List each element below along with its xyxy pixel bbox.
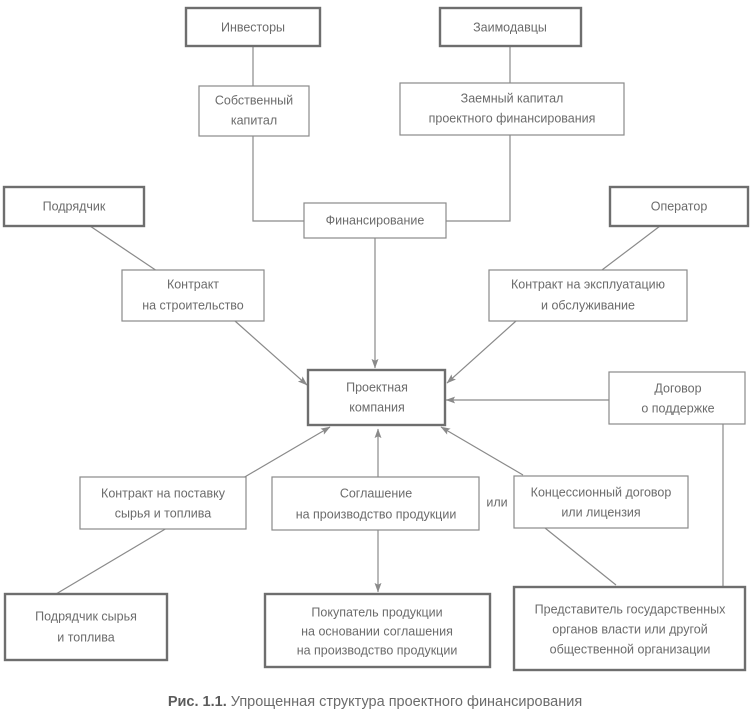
node-financing[interactable]: Финансирование — [303, 202, 447, 239]
node-financing-box — [303, 202, 447, 239]
node-om-contract-label-line1: Контракт на эксплуатацию — [511, 277, 665, 291]
node-equity[interactable]: Собственный капитал — [198, 85, 310, 137]
node-om-contract[interactable]: Контракт на эксплуатацию и обслуживание — [488, 269, 688, 322]
node-concession-label-line1: Концессионный договор — [531, 485, 672, 499]
node-fuel-supplier-label-line2: и топлива — [57, 630, 115, 644]
node-concession-label-line2: или лицензия — [561, 505, 640, 519]
node-construction-contract-label-line2: на строительство — [142, 298, 244, 312]
node-investors-label: Инвесторы — [221, 20, 285, 34]
node-investors-box — [184, 6, 322, 48]
node-equity-box — [198, 85, 310, 137]
node-support-agreement-label-line1: Договор — [654, 381, 701, 395]
node-offtaker-label-line3: на производство продукции — [297, 643, 458, 657]
node-operator-box — [608, 185, 750, 228]
node-government[interactable]: Представитель государственных органов вл… — [512, 585, 747, 672]
node-offtaker-label-line1: Покупатель продукции — [311, 605, 442, 619]
node-contractor[interactable]: Подрядчик — [2, 185, 146, 228]
node-offtake-agreement-label-line2: на производство продукции — [296, 507, 457, 521]
node-supply-contract-label-line1: Контракт на поставку — [101, 486, 226, 500]
node-equity-label-line2: капитал — [231, 113, 277, 127]
node-offtake-agreement[interactable]: Соглашение на производство продукции — [271, 476, 480, 531]
node-offtaker-label-line2: на основании соглашения — [301, 624, 453, 638]
node-debt-label-line1: Заемный капитал — [461, 91, 564, 105]
connector-label-or: или — [486, 495, 507, 509]
edge-debt-to-financing — [446, 135, 511, 222]
edge-concession-to-project-company — [440, 426, 524, 476]
node-concession[interactable]: Концессионный договор или лицензия — [513, 475, 689, 529]
figure-caption-number: Рис. 1.1. — [167, 694, 227, 710]
node-fuel-supplier-box — [3, 592, 169, 662]
node-debt-label-line2: проектного финансирования — [429, 111, 596, 125]
node-support-agreement-box — [608, 371, 746, 425]
node-operator-label: Оператор — [651, 199, 708, 213]
node-supply-contract[interactable]: Контракт на поставку сырья и топлива — [79, 476, 247, 530]
node-support-agreement[interactable]: Договор о поддержке — [608, 371, 746, 425]
node-investors[interactable]: Инвесторы — [184, 6, 322, 48]
edge-layer — [55, 46, 724, 595]
node-equity-label-line1: Собственный — [215, 93, 293, 107]
figure-caption-text: Упрощенная структура проектного финансир… — [230, 694, 583, 710]
node-government-label-line3: общественной организации — [550, 642, 711, 656]
node-fuel-supplier-label-line1: Подрядчик сырья — [35, 609, 137, 623]
node-project-company-label-line2: компания — [349, 400, 405, 414]
node-offtake-agreement-label-line1: Соглашение — [340, 486, 412, 500]
node-debt[interactable]: Заемный капитал проектного финансировани… — [399, 82, 625, 136]
node-fuel-supplier[interactable]: Подрядчик сырья и топлива — [3, 592, 169, 662]
node-om-contract-label-line2: и обслуживание — [541, 298, 635, 312]
edge-operator-to-om-contract — [597, 225, 661, 274]
node-government-label-line2: органов власти или другой — [552, 622, 707, 636]
node-supply-contract-label-line2: сырья и топлива — [115, 506, 211, 520]
edge-fuel-supplier-to-supply-contract — [55, 527, 168, 595]
node-offtaker[interactable]: Покупатель продукции на основании соглаш… — [263, 592, 492, 669]
edge-equity-to-financing — [252, 136, 304, 222]
node-project-company-box — [306, 368, 447, 427]
node-financing-label: Финансирование — [326, 213, 425, 227]
node-project-company[interactable]: Проектная компания — [306, 368, 447, 427]
node-supply-contract-box — [79, 476, 247, 530]
node-government-label-line1: Представитель государственных — [535, 602, 726, 616]
figure-caption: Рис. 1.1. Упрощенная структура проектног… — [0, 694, 750, 710]
edge-contractor-to-construction-contract — [89, 225, 161, 274]
node-debt-box — [399, 82, 625, 136]
node-contractor-box — [2, 185, 146, 228]
node-operator[interactable]: Оператор — [608, 185, 750, 228]
node-offtaker-box — [263, 592, 492, 669]
edge-om-contract-to-project-company — [446, 320, 517, 384]
node-project-company-label-line1: Проектная — [346, 380, 408, 394]
node-om-contract-box — [488, 269, 688, 322]
node-construction-contract-label-line1: Контракт — [167, 277, 219, 291]
node-contractor-label: Подрядчик — [43, 199, 106, 213]
node-lenders-box — [438, 6, 583, 48]
edge-supply-contract-to-project-company — [242, 426, 331, 479]
node-lenders[interactable]: Заимодавцы — [438, 6, 583, 48]
node-offtake-agreement-box — [271, 476, 480, 531]
edge-construction-contract-to-project-company — [234, 320, 308, 386]
node-concession-box — [513, 475, 689, 529]
edge-concession-to-government — [544, 527, 617, 586]
node-support-agreement-label-line2: о поддержке — [641, 401, 714, 415]
node-lenders-label: Заимодавцы — [473, 20, 547, 34]
node-construction-contract[interactable]: Контракт на строительство — [121, 269, 265, 322]
node-construction-contract-box — [121, 269, 265, 322]
node-government-box — [512, 585, 747, 672]
